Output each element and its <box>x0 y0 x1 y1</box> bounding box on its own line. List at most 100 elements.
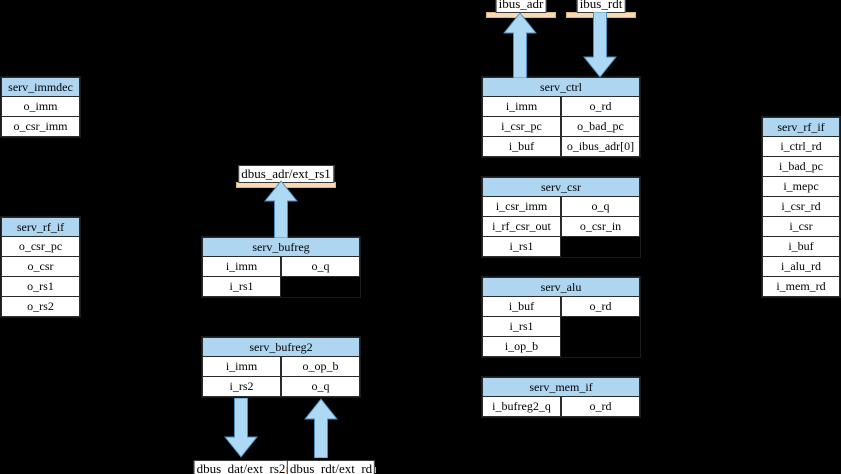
port-cell-input: i_csr_pc <box>482 117 561 137</box>
module-port-row: i_op_b <box>482 337 640 357</box>
port-cell-input: i_imm <box>482 97 561 117</box>
module-title: serv_mem_if <box>482 377 640 397</box>
module-title: serv_ctrl <box>482 77 640 97</box>
port-cell-output: o_rd <box>561 397 640 417</box>
port-label: dbus_dat/ext_rs2 <box>193 460 289 474</box>
port-label: dbus_rdt/ext_rd <box>286 460 376 474</box>
module-title: serv_rf_if <box>1 217 80 237</box>
port-cell-input: i_imm <box>202 257 281 277</box>
port-cell-output: o_bad_pc <box>561 117 640 137</box>
port-cell-input: i_buf <box>482 297 561 317</box>
port-label: dbus_adr/ext_rs1 <box>238 165 334 183</box>
port-cell-input: i_buf <box>482 137 561 157</box>
module-port-row: i_csr <box>762 217 840 237</box>
port-cell-input: i_op_b <box>482 337 561 357</box>
port-cell-spacer <box>561 237 640 257</box>
port-cell-input: i_csr <box>762 217 840 237</box>
port-dbus_rdt_ext_rd[interactable]: dbus_rdt/ext_rd <box>286 455 376 474</box>
module-port-row: o_rs2 <box>1 297 80 317</box>
port-cell-input: o_rs2 <box>1 297 80 317</box>
port-cell-input: i_mem_rd <box>762 277 840 297</box>
port-cell-input: i_alu_rd <box>762 257 840 277</box>
port-cell-spacer <box>281 277 360 297</box>
port-cell-input: i_buf <box>762 237 840 257</box>
port-cell-input: i_rs2 <box>202 377 281 397</box>
port-cell-input: i_csr_imm <box>482 197 561 217</box>
port-cell-input: i_mepc <box>762 177 840 197</box>
module-port-row: i_ctrl_rd <box>762 137 840 157</box>
port-label: ibus_adr <box>495 0 547 13</box>
port-cell-input: o_csr <box>1 257 80 277</box>
module-port-row: i_rs1 <box>482 237 640 257</box>
port-cell-output: o_q <box>561 197 640 217</box>
module-port-row: i_mepc <box>762 177 840 197</box>
port-cell-output: o_rd <box>561 97 640 117</box>
port-cell-output: o_rd <box>561 297 640 317</box>
port-cell-output: o_q <box>281 257 360 277</box>
module-title: serv_rf_if <box>762 117 840 137</box>
module-title: serv_bufreg2 <box>202 337 360 357</box>
arrow-ibus-adr-up-icon <box>503 12 537 78</box>
port-cell-output: o_csr_in <box>561 217 640 237</box>
port-cell-input: i_bad_pc <box>762 157 840 177</box>
module-port-row: o_csr <box>1 257 80 277</box>
port-dbus_adr_ext_rs1[interactable]: dbus_adr/ext_rs1 <box>236 165 336 188</box>
module-title: serv_csr <box>482 177 640 197</box>
port-cell-input: i_csr_rd <box>762 197 840 217</box>
port-cell-input: i_rs1 <box>202 277 281 297</box>
port-cell-input: o_imm <box>1 97 80 117</box>
arrow-ibus-rdt-down-icon <box>583 12 617 78</box>
port-cell-input: i_bufreg2_q <box>482 397 561 417</box>
port-cell-spacer <box>561 317 640 337</box>
module-title: serv_immdec <box>1 77 80 97</box>
port-cell-output: o_q <box>281 377 360 397</box>
module-port-row: o_csr_imm <box>1 117 80 137</box>
module-port-row: o_imm <box>1 97 80 117</box>
port-cell-input: i_rs1 <box>482 237 561 257</box>
port-cell-input: o_rs1 <box>1 277 80 297</box>
module-port-row: i_bad_pc <box>762 157 840 177</box>
module-port-row: i_alu_rd <box>762 257 840 277</box>
port-cell-spacer <box>561 337 640 357</box>
port-cell-input: o_csr_pc <box>1 237 80 257</box>
arrow-bufreg2-down-icon <box>224 398 258 458</box>
module-port-row: i_csr_rd <box>762 197 840 217</box>
arrow-bufreg-up-icon <box>264 180 298 238</box>
port-dbus_dat_ext_rs2[interactable]: dbus_dat/ext_rs2 <box>193 455 289 474</box>
module-port-row: i_rs1 <box>482 317 640 337</box>
module-port-row: o_csr_pc <box>1 237 80 257</box>
module-port-row: i_buf <box>762 237 840 257</box>
port-cell-input: i_rs1 <box>482 317 561 337</box>
module-title: serv_bufreg <box>202 237 360 257</box>
module-port-row: i_rs1 <box>202 277 360 297</box>
arrow-bufreg2-up-icon <box>304 398 338 458</box>
module-port-row: i_mem_rd <box>762 277 840 297</box>
module-port-row: o_rs1 <box>1 277 80 297</box>
port-cell-input: i_rf_csr_out <box>482 217 561 237</box>
port-cell-input: o_csr_imm <box>1 117 80 137</box>
port-cell-input: i_ctrl_rd <box>762 137 840 157</box>
port-cell-output: o_ibus_adr[0] <box>561 137 640 157</box>
module-title: serv_alu <box>482 277 640 297</box>
port-cell-input: i_imm <box>202 357 281 377</box>
